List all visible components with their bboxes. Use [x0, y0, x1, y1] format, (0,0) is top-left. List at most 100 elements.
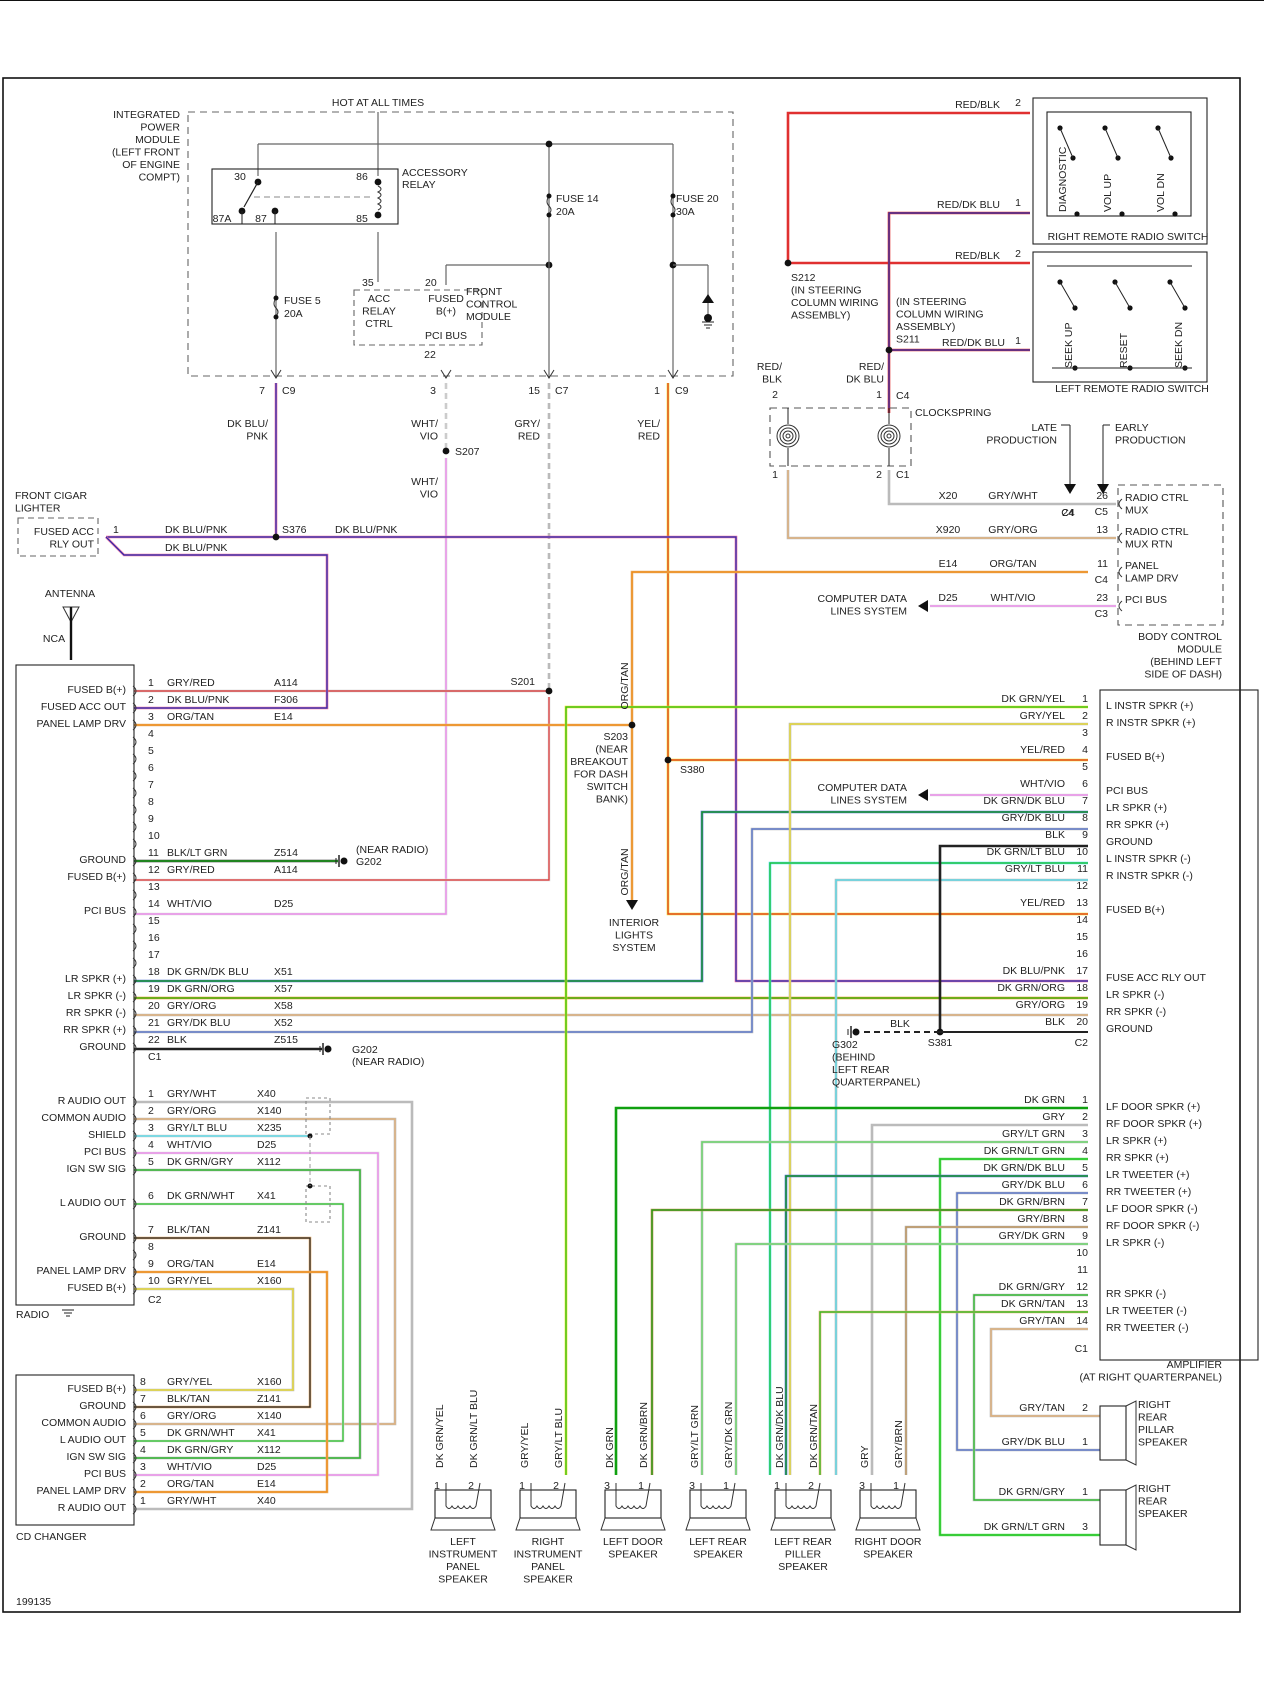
- pin-number: 10: [1076, 846, 1088, 858]
- pin-label: 1: [434, 1480, 440, 1492]
- circuit-label: X140: [257, 1105, 282, 1117]
- speaker-label: PANEL: [531, 1561, 565, 1573]
- relay-coil-dot: [374, 211, 382, 219]
- pin-function-label: PCI BUS: [84, 905, 126, 917]
- wire-gry-stripe: [871, 1124, 1088, 1475]
- pin-label: 1: [723, 1480, 729, 1492]
- connector-pin-icon: [132, 1232, 137, 1244]
- pin-number: 1: [1082, 693, 1088, 705]
- pin-function-label: L INSTR SPKR (-): [1106, 853, 1191, 865]
- pin-function-label: R AUDIO OUT: [58, 1502, 127, 1514]
- fuse5-label: FUSE 5: [284, 295, 321, 307]
- wire-label: PNK: [246, 431, 268, 443]
- pin-number: 13: [148, 881, 160, 893]
- pin-number: 9: [1082, 829, 1088, 841]
- fcm-acc-relay-ctrl: RELAY: [362, 306, 396, 318]
- pin-number: 12: [1076, 1281, 1088, 1293]
- pin-number: 3: [148, 711, 154, 723]
- pin-function-label: FUSE ACC RLY OUT: [1106, 972, 1207, 984]
- pin-number: 4: [140, 1444, 146, 1456]
- fuse-dot: [546, 212, 552, 218]
- connector-pin-icon: [132, 872, 137, 884]
- wire-dkgrn-dkblu: [134, 810, 1088, 983]
- pin-label: 35: [362, 277, 374, 289]
- pin-label: 3: [430, 385, 436, 397]
- circuit-label: X140: [257, 1410, 282, 1422]
- cd-changer-label: CD CHANGER: [16, 1531, 87, 1543]
- speaker-label: PILLER: [785, 1549, 822, 1561]
- pin-number: 4: [148, 1139, 154, 1151]
- wire-gry-brn-stripe: [905, 1226, 1088, 1475]
- pin-function-label: PANEL LAMP DRV: [37, 718, 126, 730]
- wire-label: DK BLU/PNK: [165, 524, 227, 536]
- wire-wht-vio-cd-stripe: [134, 1152, 379, 1476]
- pin-function-label: SHIELD: [88, 1129, 126, 1141]
- pin-number: 15: [148, 915, 160, 927]
- wire-color-label: DK GRN: [604, 1427, 616, 1468]
- amplifier-box: [1099, 689, 1259, 1361]
- circuit-label: X57: [274, 983, 293, 995]
- pin-function-label: IGN SW SIG: [66, 1451, 126, 1463]
- circuit-label: X40: [257, 1495, 276, 1507]
- bcm-function-label: LAMP DRV: [1125, 573, 1178, 585]
- pin-number: 17: [1076, 965, 1088, 977]
- pin-function-label: LR SPKR (-): [1106, 1237, 1164, 1249]
- clockspring-box: [769, 407, 912, 467]
- bcm-label: SIDE OF DASH): [1144, 669, 1222, 681]
- wire-gry-wht-bcm-stripe: [888, 470, 1116, 505]
- late-production-label: PRODUCTION: [986, 435, 1057, 447]
- fuse-icon: [273, 297, 279, 317]
- left-switch-title: LEFT REMOTE RADIO SWITCH: [1055, 383, 1209, 395]
- connector-pin-icon: [132, 719, 137, 731]
- pin-number: 8: [148, 1241, 154, 1253]
- wire-color-label: DK GRN/GRY: [999, 1486, 1065, 1498]
- wire-color-label: GRY/ORG: [167, 1410, 216, 1422]
- pin-number: 10: [148, 1275, 160, 1287]
- pin-number: 12: [148, 864, 160, 876]
- wire-dkgrn-gry-amp-stripe: [973, 1294, 1100, 1501]
- speaker-body: [604, 1489, 662, 1519]
- wire-color-label: DK GRN/DK BLU: [983, 1162, 1065, 1174]
- speaker-label: SPEAKER: [1138, 1508, 1188, 1520]
- wire-dkgrn-ltblu-stripe: [769, 862, 1088, 1475]
- pin-function-label: PANEL LAMP DRV: [37, 1485, 126, 1497]
- fcm-label: FRONT: [466, 286, 503, 298]
- speaker-label: SPEAKER: [1138, 1437, 1188, 1449]
- pin-number: 13: [1076, 1298, 1088, 1310]
- pin-number: 19: [1076, 999, 1088, 1011]
- cdl-arrow-icon: [918, 600, 928, 612]
- pin-function-label: L INSTR SPKR (+): [1106, 700, 1193, 712]
- wire-label: VIO: [420, 489, 438, 501]
- wire-dkblu-pnk-radio-stripe: [105, 536, 328, 709]
- speaker-body: [434, 1489, 492, 1519]
- pin-label: 2: [772, 389, 778, 401]
- wire-wht-vio-stripe: [134, 458, 447, 915]
- wire-color-label: GRY: [1042, 1111, 1065, 1123]
- bcm-label: (BEHIND LEFT: [1150, 656, 1222, 668]
- connector-pin-icon: [132, 906, 137, 918]
- radio-label: RADIO: [16, 1309, 49, 1321]
- circuit-label: X160: [257, 1376, 282, 1388]
- pin-number: 1: [148, 677, 154, 689]
- speaker-label: SPEAKER: [523, 1574, 573, 1586]
- speaker-cone-icon: [1125, 1400, 1137, 1466]
- wire-dkgrn-tan-stripe: [819, 1311, 1088, 1475]
- wire-color-label: GRY/RED: [167, 864, 215, 876]
- wire-yel-red-13-stripe: [667, 760, 1088, 915]
- wire-gry-org-bcm-stripe: [787, 470, 1116, 539]
- pin-function-label: R INSTR SPKR (+): [1106, 717, 1196, 729]
- pin-label: 2: [468, 1480, 474, 1492]
- pin-function-label: GROUND: [79, 1231, 126, 1243]
- pin-number: 18: [1076, 982, 1088, 994]
- pin-label: 3: [604, 1480, 610, 1492]
- connector-arrow-icon: [543, 369, 555, 379]
- clockspring-coil-icon: [782, 430, 794, 442]
- circuit-label: X160: [257, 1275, 282, 1287]
- connector-label: C4: [1095, 574, 1109, 586]
- fuse-dot: [273, 314, 279, 320]
- wire-color-label: GRY/ORG: [167, 1105, 216, 1117]
- connector-pin-icon: [132, 1418, 137, 1430]
- speaker-coil-icon: [700, 1482, 736, 1509]
- switch-button-label: VOL DN: [1155, 173, 1167, 212]
- speaker-cone-icon: [515, 1517, 581, 1531]
